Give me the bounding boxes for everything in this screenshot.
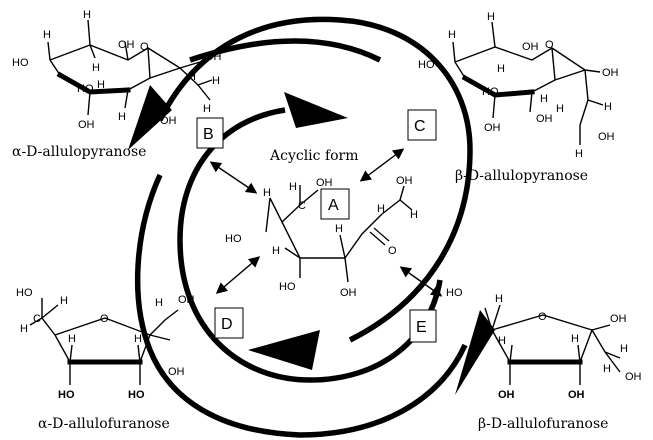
svg-text:O: O xyxy=(100,313,109,325)
svg-text:HO: HO xyxy=(16,287,33,299)
svg-text:OH: OH xyxy=(160,115,177,127)
svg-text:HO: HO xyxy=(225,233,242,245)
svg-text:OH: OH xyxy=(205,51,222,63)
svg-text:OH: OH xyxy=(610,313,627,325)
svg-text:H: H xyxy=(603,363,611,375)
box-E-text: E xyxy=(416,319,427,336)
outer-cycle-arc-right xyxy=(348,149,473,343)
svg-text:H: H xyxy=(212,75,220,87)
svg-text:H: H xyxy=(134,333,142,345)
svg-text:O: O xyxy=(538,311,547,323)
label-box-D: D xyxy=(214,307,244,339)
box-B-text: B xyxy=(203,126,214,143)
svg-text:HO: HO xyxy=(418,59,435,71)
cycle-arrows xyxy=(128,16,495,438)
svg-text:H: H xyxy=(540,93,548,105)
svg-text:OH: OH xyxy=(340,287,357,299)
svg-text:OH: OH xyxy=(118,39,135,51)
alpha-pyranose-caption: α-D-allulopyranose xyxy=(12,144,146,160)
svg-text:OH: OH xyxy=(602,67,619,79)
svg-text:H: H xyxy=(60,295,68,307)
label-box-A: A xyxy=(320,188,350,220)
svg-text:O: O xyxy=(545,39,554,51)
svg-text:H: H xyxy=(377,203,385,215)
svg-text:H: H xyxy=(203,103,211,115)
svg-text:H: H xyxy=(335,223,343,235)
svg-text:OH: OH xyxy=(625,371,642,383)
label-box-E: E xyxy=(409,309,437,343)
svg-text:H: H xyxy=(289,181,297,193)
svg-text:HO: HO xyxy=(12,57,29,69)
alpha-furanose-caption: α-D-allulofuranose xyxy=(38,416,170,432)
svg-text:OH: OH xyxy=(78,119,95,131)
acyclic-caption: Acyclic form xyxy=(269,148,359,164)
svg-text:OH: OH xyxy=(316,177,333,189)
arrowhead-top-left xyxy=(128,85,172,150)
arrowhead-top-right xyxy=(284,92,348,128)
svg-text:H: H xyxy=(487,11,495,23)
outer-cycle-arc-top xyxy=(157,16,473,151)
alpha-furanose-structure: HO H H C O H H HO HO H OH OH α-D-allulof… xyxy=(16,287,195,432)
svg-text:H: H xyxy=(410,209,418,221)
svg-text:H: H xyxy=(604,101,612,113)
box-D-text: D xyxy=(221,316,233,333)
inner-cycle-arc xyxy=(177,107,443,383)
svg-text:HO: HO xyxy=(77,83,94,95)
outer-cycle-arc-bottom xyxy=(134,173,468,438)
svg-text:H: H xyxy=(118,111,126,123)
box-C-text: C xyxy=(414,118,426,135)
beta-pyranose-structure: HO H H H HO OH OH H OH O OH H H H OH β-D… xyxy=(418,11,619,184)
svg-text:OH: OH xyxy=(522,41,539,53)
svg-text:H: H xyxy=(43,29,51,41)
svg-text:H: H xyxy=(498,335,506,347)
svg-text:H: H xyxy=(155,297,163,309)
arrowhead-bottom-left xyxy=(248,330,320,370)
svg-text:H: H xyxy=(92,62,100,74)
arrowhead-bottom-right xyxy=(455,310,495,395)
svg-text:OH: OH xyxy=(168,366,185,378)
svg-text:O: O xyxy=(388,245,397,257)
svg-text:H: H xyxy=(448,29,456,41)
svg-text:C: C xyxy=(33,313,41,325)
svg-text:OH: OH xyxy=(178,294,195,306)
svg-text:H: H xyxy=(556,103,564,115)
svg-text:H: H xyxy=(263,187,271,199)
svg-text:H: H xyxy=(497,63,505,75)
inner-cycle-arc-top xyxy=(189,38,382,63)
svg-text:HO: HO xyxy=(446,287,463,299)
beta-furanose-structure: HO H O H H OH OH OH H OH H β-D-allulofur… xyxy=(446,287,642,432)
svg-text:H: H xyxy=(495,293,503,305)
svg-text:HO: HO xyxy=(128,389,145,401)
acyclic-structure: Acyclic form H H OH C HO H H HO OH O OH … xyxy=(225,148,418,299)
svg-text:OH: OH xyxy=(598,131,615,143)
svg-text:C: C xyxy=(298,200,306,212)
box-A-text: A xyxy=(328,197,339,214)
alpha-pyranose-structure: HO H H H HO OH OH H H O OH H H H OH α-D-… xyxy=(12,9,222,160)
svg-text:OH: OH xyxy=(568,389,585,401)
beta-furanose-caption: β-D-allulofuranose xyxy=(478,416,608,432)
svg-text:OH: OH xyxy=(498,389,515,401)
svg-text:H: H xyxy=(188,71,196,83)
svg-text:H: H xyxy=(571,333,579,345)
svg-text:H: H xyxy=(575,148,583,160)
svg-text:H: H xyxy=(83,9,91,21)
equilibrium-arrows xyxy=(209,148,443,297)
svg-text:H: H xyxy=(97,79,105,91)
svg-text:H: H xyxy=(272,245,280,257)
svg-text:HO: HO xyxy=(279,281,296,293)
svg-text:OH: OH xyxy=(396,175,413,187)
svg-text:H: H xyxy=(68,333,76,345)
svg-text:OH: OH xyxy=(484,122,501,134)
label-box-B: B xyxy=(196,117,224,149)
beta-pyranose-caption: β-D-allulopyranose xyxy=(455,168,588,184)
svg-text:HO: HO xyxy=(58,389,75,401)
svg-text:HO: HO xyxy=(482,86,499,98)
svg-text:H: H xyxy=(620,343,628,355)
label-box-C: C xyxy=(407,109,437,141)
svg-text:H: H xyxy=(20,323,28,335)
svg-text:OH: OH xyxy=(536,113,553,125)
svg-text:O: O xyxy=(140,41,149,53)
